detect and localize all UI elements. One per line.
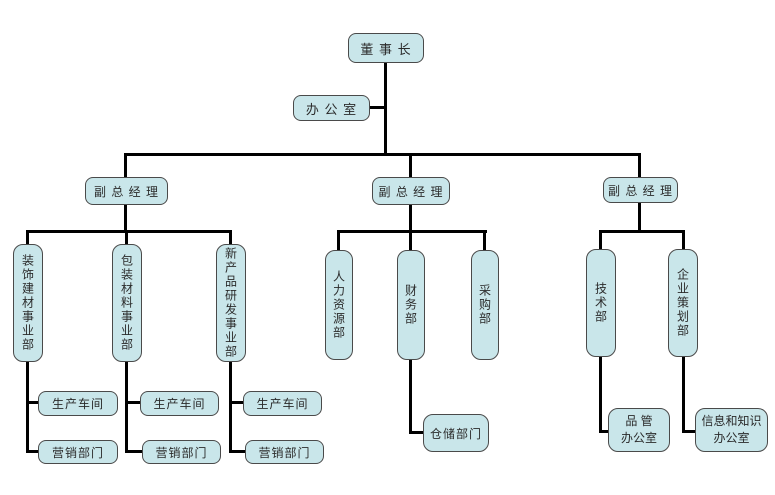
node-chairman: 董 事 长 — [348, 33, 424, 63]
connector-div2-stub1 — [125, 401, 140, 404]
connector-branch3-drop2 — [682, 230, 685, 249]
connector-planning-stem — [682, 356, 685, 433]
node-div3-marketing-dept: 营销部门 — [245, 440, 324, 464]
connector-div1-stub2 — [26, 450, 38, 453]
connector-div1-stem — [26, 361, 29, 453]
node-vice-gm-3: 副 总 经 理 — [603, 177, 678, 203]
connector-branch1-stem — [124, 204, 127, 233]
connector-branch2-drop1 — [337, 230, 340, 250]
connector-div3-stub1 — [229, 401, 243, 404]
connector-div3-stub2 — [229, 450, 245, 453]
node-div1-production-workshop: 生产车间 — [38, 391, 118, 416]
connector-drop-vice2 — [409, 153, 412, 178]
node-vice-gm-1: 副 总 经 理 — [85, 177, 168, 205]
node-dept-technology: 技术部 — [586, 249, 616, 357]
connector-branch1-drop1 — [26, 230, 29, 244]
node-vice-gm-2: 副 总 经 理 — [372, 177, 450, 205]
node-div1-marketing-dept: 营销部门 — [38, 440, 118, 464]
quality-control-office-line2: 办公室 — [620, 431, 657, 445]
connector-drop-vice1 — [124, 153, 127, 178]
connector-branch1-rail — [26, 230, 232, 233]
connector-branch3-drop1 — [599, 230, 602, 249]
connector-trunk — [384, 62, 387, 156]
connector-finance-stem — [409, 359, 412, 434]
connector-main-rail — [124, 153, 641, 156]
connector-branch2-stem — [409, 204, 412, 233]
connector-div3-stem — [229, 361, 232, 453]
node-div2-marketing-dept: 营销部门 — [142, 440, 221, 464]
connector-branch3-rail — [599, 230, 685, 233]
node-office: 办 公 室 — [293, 95, 370, 121]
connector-div1-stub1 — [26, 401, 38, 404]
quality-control-office-line1: 品 管 — [625, 413, 653, 428]
info-knowledge-office-line1: 信息和知识 — [701, 413, 762, 428]
connector-branch2-drop2 — [409, 230, 412, 250]
connector-branch2-rail — [337, 230, 487, 233]
connector-planning-stub — [682, 430, 695, 433]
node-dept-enterprise-planning: 企业策划部 — [668, 249, 698, 357]
connector-branch1-drop2 — [125, 230, 128, 244]
node-div2-production-workshop: 生产车间 — [140, 391, 219, 416]
connector-branch2-drop3 — [483, 230, 486, 250]
node-division-packaging-materials: 包装材料事业部 — [112, 244, 142, 362]
info-knowledge-office-line2: 办公室 — [713, 431, 750, 445]
node-info-knowledge-office: 信息和知识 办公室 — [695, 408, 768, 452]
node-warehouse-dept: 仓储部门 — [423, 414, 489, 452]
connector-div2-stub2 — [125, 450, 142, 453]
connector-div2-stem — [125, 361, 128, 453]
node-quality-control-office: 品 管 办公室 — [608, 408, 670, 452]
connector-drop-vice3 — [638, 153, 641, 178]
connector-tech-stem — [599, 356, 602, 433]
connector-office-stub — [369, 106, 386, 109]
node-div3-production-workshop: 生产车间 — [243, 391, 322, 416]
node-division-decoration-materials: 装饰建材事业部 — [13, 244, 43, 362]
node-dept-human-resources: 人力资源部 — [325, 250, 353, 360]
connector-branch1-drop3 — [229, 230, 232, 244]
connector-finance-stub — [409, 431, 423, 434]
node-dept-finance: 财务部 — [397, 250, 425, 360]
node-dept-purchasing: 采购部 — [471, 250, 499, 360]
connector-tech-stub — [599, 430, 610, 433]
connector-branch3-stem — [638, 202, 641, 233]
node-division-new-product-rd: 新产品研发事业部 — [216, 244, 246, 362]
